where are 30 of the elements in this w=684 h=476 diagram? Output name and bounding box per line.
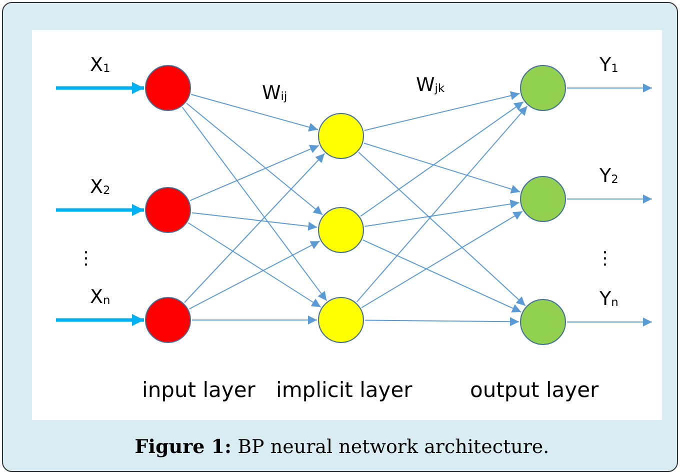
- figure-caption: Figure 1: BP neural network architecture.: [134, 436, 550, 458]
- arrow: [190, 94, 318, 132]
- arrow: [56, 204, 144, 216]
- arrow: [56, 82, 144, 94]
- layer-label: input layer: [142, 380, 256, 401]
- arrow: [566, 318, 652, 326]
- arrow: [363, 142, 521, 194]
- arrow: [184, 152, 326, 304]
- arrow: [56, 314, 144, 326]
- ellipsis: ⋮: [596, 250, 614, 268]
- arrow: [188, 240, 320, 310]
- arrow: [361, 210, 523, 308]
- arrow: [362, 239, 522, 313]
- arrow: [364, 200, 520, 227]
- arrow: [192, 316, 318, 324]
- arrow: [358, 152, 526, 306]
- layer-label: output layer: [470, 380, 599, 401]
- arrow: [191, 212, 318, 231]
- arrow: [182, 106, 328, 302]
- arrow: [364, 317, 520, 326]
- arrow: [364, 91, 520, 131]
- layer-label: implicit layer: [276, 380, 412, 401]
- arrow: [356, 106, 528, 302]
- ellipsis: ⋮: [77, 250, 95, 268]
- arrow: [566, 84, 652, 92]
- arrow: [566, 194, 652, 204]
- arrow: [186, 102, 323, 216]
- arrow: [360, 101, 524, 217]
- arrow: [188, 222, 322, 308]
- arrow: [190, 144, 320, 202]
